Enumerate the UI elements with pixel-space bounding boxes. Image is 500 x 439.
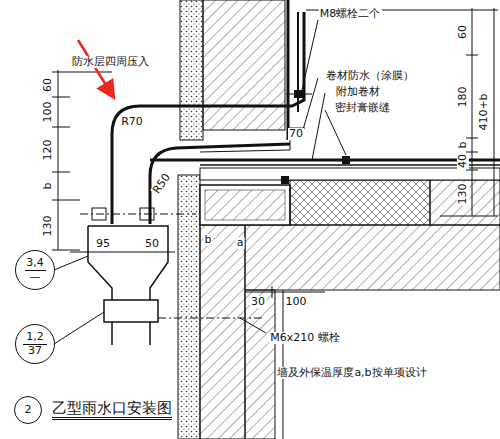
drawing-stroke bbox=[54, 20, 346, 344]
drawing-stroke bbox=[472, 8, 473, 216]
dimension-text: b bbox=[204, 234, 213, 246]
callout-number: — bbox=[25, 270, 46, 284]
drawing-stroke bbox=[306, 10, 498, 216]
annotation-text: 墙及外保温厚度a,b按单项设计 bbox=[276, 367, 427, 379]
dimension-text: b bbox=[457, 141, 469, 150]
dimension-text: 130 bbox=[42, 215, 54, 238]
drawing-stroke bbox=[286, 94, 312, 95]
callout-number: 1,2 bbox=[26, 331, 44, 344]
drawing-stroke bbox=[440, 216, 498, 217]
callout-circle: 3,4— bbox=[15, 250, 55, 290]
dimension-text: 410+b bbox=[478, 92, 490, 131]
callout-number: 3,4 bbox=[26, 257, 44, 270]
drawing-stroke bbox=[312, 93, 325, 160]
drawing-stroke bbox=[272, 286, 273, 298]
drawing-stroke bbox=[466, 55, 478, 56]
drawing-stroke bbox=[203, 0, 285, 130]
dimension-text: 100 bbox=[42, 101, 54, 124]
drawing-stroke bbox=[112, 322, 150, 345]
drawing-stroke bbox=[466, 170, 478, 171]
dimension-text: 180 bbox=[457, 86, 469, 109]
dimension-text: 70 bbox=[288, 128, 304, 140]
dimension-text: 60 bbox=[42, 77, 54, 93]
drawing-stroke bbox=[342, 156, 350, 164]
drawing-stroke bbox=[140, 208, 154, 220]
drawing-stroke bbox=[54, 256, 88, 270]
drawing-stroke bbox=[200, 164, 500, 166]
callout-number: 37 bbox=[23, 344, 47, 358]
drawing-stroke bbox=[104, 300, 158, 322]
dimension-text: 50 bbox=[144, 238, 160, 250]
drawing-title: 乙型雨水口安装图 bbox=[52, 399, 172, 420]
dimension-text: a bbox=[236, 237, 245, 249]
drawing-stroke bbox=[283, 290, 284, 439]
annotation-text: 附加卷材 bbox=[335, 86, 381, 98]
drawing-stroke bbox=[52, 172, 70, 173]
dimension-text: 60 bbox=[457, 24, 469, 40]
drawing-stroke bbox=[200, 185, 290, 225]
drawing-stroke bbox=[245, 292, 325, 293]
annotation-text: 卷材防水（涂膜） bbox=[325, 70, 415, 82]
drawing-stroke bbox=[78, 40, 114, 98]
dimension-text: 100 bbox=[285, 296, 308, 308]
dimension-text: b bbox=[42, 182, 54, 191]
annotation-text: R50 bbox=[150, 171, 173, 197]
drawing-stroke bbox=[158, 318, 262, 319]
drawing-stroke bbox=[466, 138, 478, 139]
drawing-stroke bbox=[245, 290, 275, 439]
callout-number: 2 bbox=[25, 404, 32, 417]
drawing-stroke bbox=[302, 20, 318, 90]
drawing-stroke bbox=[52, 72, 112, 73]
drawing-stroke bbox=[205, 190, 285, 220]
drawing-stroke bbox=[494, 8, 495, 216]
drawing-stroke bbox=[287, 0, 290, 140]
annotation-text: R70 bbox=[120, 116, 144, 128]
drawing-stroke bbox=[150, 144, 290, 224]
dimension-text: 40 bbox=[457, 153, 469, 169]
drawing-stroke bbox=[290, 180, 430, 225]
drawing-stroke bbox=[52, 127, 70, 128]
drawing-stroke bbox=[150, 159, 500, 162]
drawing-stroke bbox=[52, 250, 80, 251]
drawing-stroke bbox=[52, 97, 70, 98]
drawing-stroke bbox=[200, 225, 245, 439]
drawing-stroke bbox=[325, 110, 346, 155]
drawing-stroke bbox=[240, 318, 266, 333]
drawing-stroke bbox=[200, 168, 500, 180]
callout-circle: 2 bbox=[14, 396, 42, 424]
drawing-stroke bbox=[178, 175, 200, 439]
drawing-stroke bbox=[112, 12, 304, 224]
annotation-text: 密封膏嵌缝 bbox=[334, 102, 391, 114]
dimension-text: 120 bbox=[42, 139, 54, 162]
drawing-stroke bbox=[88, 226, 168, 300]
annotation-text: M6x210 螺栓 bbox=[269, 332, 341, 344]
callout-circle: 1,237 bbox=[15, 324, 55, 364]
drawing-stroke bbox=[180, 0, 203, 140]
dimension-text: 95 bbox=[95, 238, 111, 250]
dimension-text: 30 bbox=[250, 296, 266, 308]
drawing-stroke bbox=[430, 180, 500, 225]
annotation-text: M8螺栓二个 bbox=[319, 8, 382, 20]
drawing-stroke bbox=[281, 176, 289, 184]
drawing-stroke bbox=[52, 72, 112, 250]
drawing-stroke bbox=[92, 208, 106, 220]
drawing-stroke bbox=[80, 214, 196, 215]
dimension-text: 130 bbox=[457, 183, 469, 206]
drawing-stroke bbox=[52, 200, 80, 201]
annotation-text: 防水层四周压入 bbox=[71, 56, 150, 68]
drawing-stroke bbox=[54, 312, 104, 344]
drawing-stroke bbox=[245, 225, 500, 290]
drawing-stroke bbox=[70, 252, 175, 253]
drawing-stroke bbox=[200, 140, 290, 152]
